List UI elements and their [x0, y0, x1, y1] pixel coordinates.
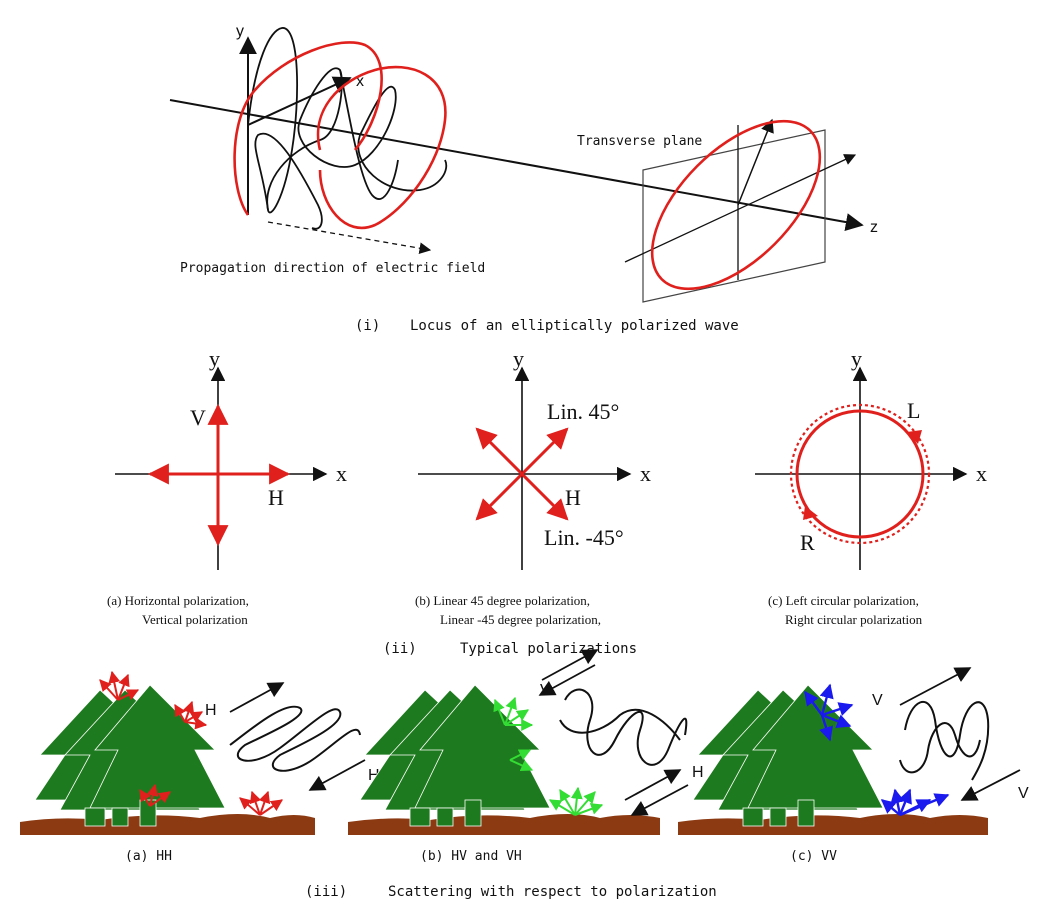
- wave-hv-arrow-2: [624, 769, 682, 801]
- propagation-label: Propagation direction of electric field: [180, 261, 485, 276]
- ground-c: [678, 814, 988, 835]
- panel-c-caption-2: Right circular polarization: [785, 612, 923, 627]
- transverse-x-axis: [624, 154, 857, 263]
- section-ii-caption-num: (ii): [383, 641, 417, 657]
- wave-vv-arrow-1: [899, 667, 972, 706]
- wave-hv-label-2: H: [692, 764, 704, 781]
- ground-a: [20, 814, 315, 835]
- panel-c-caption-1: (c) Left circular polarization,: [768, 593, 919, 608]
- panel-a-h-label: H: [268, 485, 284, 510]
- panel-a-v-label: V: [190, 405, 206, 430]
- panel-c-l-label: L: [907, 398, 920, 423]
- red-locus-2: [316, 65, 447, 230]
- section-iii-caption-num: (iii): [305, 884, 347, 900]
- panel-b-y-label: y: [513, 346, 524, 371]
- wave-hv-label-1: V: [540, 682, 551, 699]
- scatter-panel-hv-vh: V H (b) HV and VH: [348, 649, 704, 864]
- section-i-caption-text: Locus of an elliptically polarized wave: [410, 318, 739, 334]
- wave-vv-label-2: V: [1018, 785, 1029, 802]
- section-i-caption-num: (i): [355, 318, 380, 334]
- panel-b-linm45-arrow: [475, 427, 569, 521]
- transverse-plane-label: Transverse plane: [577, 134, 702, 149]
- section-iii-scattering: H H (a) HH: [20, 649, 1029, 900]
- panel-b-caption-2: Linear -45 degree polarization,: [440, 612, 601, 627]
- panel-b-lin45-label: Lin. 45°: [547, 399, 619, 424]
- ground-b: [348, 814, 660, 835]
- panel-c-x-label: x: [976, 461, 987, 486]
- wave-hh: [229, 705, 361, 772]
- wave-hv-arrow-1: [538, 664, 596, 696]
- trees-b: [359, 684, 551, 827]
- panel-c-y-label: y: [851, 346, 862, 371]
- panel-b-caption-1: (b) Linear 45 degree polarization,: [415, 593, 590, 608]
- wave-hv: [559, 688, 688, 766]
- scatter-a-caption: (a) HH: [125, 849, 172, 864]
- axis-z-line: [169, 99, 864, 231]
- scatter-panel-hh: H H (a) HH: [20, 670, 380, 864]
- panel-b-x-label: x: [640, 461, 651, 486]
- scatter-c-caption: (c) VV: [790, 849, 837, 864]
- transverse-ellipse: [650, 119, 822, 291]
- section-i-elliptical-wave: y x z Propagation direction of electric …: [169, 23, 878, 334]
- trees-a: [34, 684, 226, 827]
- wave-hh-arrow-2: [308, 759, 366, 791]
- scatter-arrows-a: [99, 670, 283, 816]
- wave-vv: [899, 700, 990, 781]
- panel-a-caption-2: Vertical polarization: [142, 612, 248, 627]
- wave-hh-label-1: H: [205, 702, 217, 719]
- scatter-panel-vv: V V (c) VV: [678, 667, 1029, 864]
- trees-c: [692, 684, 884, 827]
- transverse-plane: [642, 129, 826, 303]
- red-locus-1: [233, 41, 383, 216]
- axis-y-label: y: [236, 23, 244, 40]
- axis-x-line: [247, 76, 352, 126]
- panel-a-horizontal-vertical: y x V H (a) Horizontal polarization, Ver…: [107, 346, 347, 627]
- wave-hv-arrow-2b: [630, 784, 689, 816]
- panel-a-x-label: x: [336, 461, 347, 486]
- black-wave-helix: [247, 27, 448, 214]
- wave-vv-arrow-2: [960, 769, 1021, 801]
- axis-x-label: x: [356, 73, 364, 90]
- scatter-arrows-c: [804, 683, 950, 817]
- scatter-arrows-b: [493, 696, 604, 816]
- panel-b-linear-45: y x Lin. 45° H Lin. -45° (b) Linear 45 d…: [415, 346, 651, 627]
- section-iii-caption-text: Scattering with respect to polarization: [388, 884, 717, 900]
- panel-c-circular: y x L R (c) Left circular polarization, …: [755, 346, 987, 627]
- propagation-arrow: [267, 221, 432, 254]
- panel-c-right-circle-dotted: [789, 403, 931, 545]
- panel-b-linm45-label: Lin. -45°: [544, 525, 624, 550]
- panel-c-l-arrowhead: [907, 430, 922, 444]
- panel-c-left-circle: [795, 409, 925, 539]
- transverse-field-vector: [737, 118, 774, 206]
- panel-c-r-label: R: [800, 530, 815, 555]
- panel-c-r-arrowhead: [803, 506, 818, 520]
- section-ii-caption-text: Typical polarizations: [460, 641, 637, 657]
- wave-hh-arrow-1: [229, 682, 285, 713]
- panel-a-caption-1: (a) Horizontal polarization,: [107, 593, 249, 608]
- wave-vv-label-1: V: [872, 692, 883, 709]
- wave-hv-arrow-1b: [541, 649, 599, 681]
- section-ii-typical-polarizations: y x V H (a) Horizontal polarization, Ver…: [107, 346, 987, 657]
- panel-b-h-label: H: [565, 485, 581, 510]
- black-wave-lower: [254, 69, 399, 230]
- axis-z-label: z: [870, 219, 878, 236]
- scatter-b-caption: (b) HV and VH: [420, 849, 522, 864]
- panel-a-y-label: y: [209, 346, 220, 371]
- wave-hh-label-2: H: [368, 767, 380, 784]
